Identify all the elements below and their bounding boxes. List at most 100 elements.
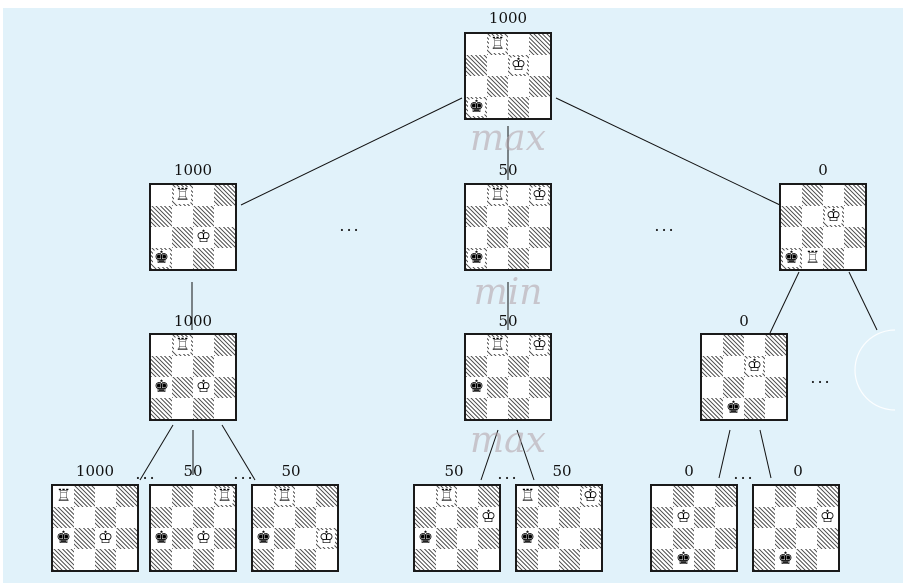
white-king-icon: ♔ — [818, 507, 837, 527]
board-square — [559, 549, 580, 570]
white-king-icon: ♔ — [530, 185, 549, 205]
board-square — [214, 377, 235, 398]
level-label-max-bottom: max — [470, 420, 546, 461]
board-square — [466, 398, 487, 419]
board-square — [74, 507, 95, 528]
board-square — [802, 227, 823, 248]
board-square — [466, 55, 487, 76]
board-square: ♚ — [673, 549, 694, 570]
black-king-icon: ♚ — [674, 549, 693, 569]
board-square — [487, 76, 508, 97]
board-n3d: ♖♔♚ — [413, 484, 501, 572]
board-square — [508, 185, 529, 206]
black-king-icon: ♚ — [54, 528, 73, 548]
board-square — [172, 356, 193, 377]
board-square — [802, 185, 823, 206]
board-square — [74, 549, 95, 570]
board-square — [765, 377, 786, 398]
board-square — [529, 248, 550, 269]
board-square — [193, 398, 214, 419]
board-square — [172, 398, 193, 419]
edge — [480, 429, 499, 481]
board-square: ♔ — [817, 507, 838, 528]
board-square — [253, 486, 274, 507]
board-square — [723, 356, 744, 377]
board-square — [823, 248, 844, 269]
board-square — [415, 549, 436, 570]
board-square: ♖ — [517, 486, 538, 507]
board-square: ♔ — [529, 185, 550, 206]
board-square — [823, 227, 844, 248]
black-king-icon: ♚ — [467, 248, 486, 268]
edge — [848, 271, 878, 331]
edge — [718, 429, 731, 479]
board-square — [559, 486, 580, 507]
board-n1b: ♖ ♔ ♚ — [464, 183, 552, 271]
board-square: ♚ — [781, 248, 802, 269]
white-king-icon: ♔ — [509, 55, 528, 75]
board-square — [559, 507, 580, 528]
board-square — [508, 227, 529, 248]
board-square: ♚ — [53, 528, 74, 549]
black-king-icon: ♚ — [152, 528, 171, 548]
score-n3a: 1000 — [75, 462, 115, 480]
board-square — [478, 549, 499, 570]
score-n3c: 50 — [281, 462, 301, 480]
board-square: ♔ — [193, 377, 214, 398]
board-square — [214, 227, 235, 248]
ellipsis-l1-right: ... — [654, 216, 676, 235]
board-square — [74, 528, 95, 549]
white-rook-icon: ♖ — [803, 248, 822, 268]
board-square — [214, 248, 235, 269]
board-square: ♔ — [316, 528, 337, 549]
black-king-icon: ♚ — [467, 97, 486, 117]
board-square — [715, 528, 736, 549]
board-square — [151, 185, 172, 206]
board-square — [529, 55, 550, 76]
board-square: ♔ — [673, 507, 694, 528]
board-square — [193, 507, 214, 528]
board-square — [193, 549, 214, 570]
board-square — [508, 248, 529, 269]
board-square — [457, 528, 478, 549]
board-square: ♔ — [95, 528, 116, 549]
score-n3g: 0 — [793, 462, 803, 480]
board-square — [754, 507, 775, 528]
board-square: ♔ — [529, 335, 550, 356]
board-square — [478, 486, 499, 507]
board-square — [436, 528, 457, 549]
board-square: ♚ — [466, 248, 487, 269]
board-square — [95, 507, 116, 528]
board-square — [823, 185, 844, 206]
black-king-icon: ♚ — [416, 528, 435, 548]
board-n2b: ♖♔♚ — [464, 333, 552, 421]
edge — [221, 424, 256, 481]
board-square — [316, 486, 337, 507]
board-square — [487, 377, 508, 398]
board-square — [538, 549, 559, 570]
board-square — [702, 377, 723, 398]
board-square — [74, 486, 95, 507]
black-king-icon: ♚ — [518, 528, 537, 548]
board-square — [529, 76, 550, 97]
board-square — [214, 335, 235, 356]
board-square — [151, 206, 172, 227]
board-square — [193, 486, 214, 507]
white-king-icon: ♔ — [96, 528, 115, 548]
board-square — [274, 528, 295, 549]
board-square — [844, 248, 865, 269]
ellipsis-l3-4: ... — [733, 464, 755, 483]
board-square — [95, 549, 116, 570]
board-square — [796, 507, 817, 528]
board-square — [508, 206, 529, 227]
board-square: ♖ — [487, 185, 508, 206]
black-king-icon: ♚ — [152, 377, 171, 397]
board-square — [487, 227, 508, 248]
board-square: ♖ — [487, 34, 508, 55]
white-king-icon: ♔ — [745, 356, 764, 376]
board-square — [694, 507, 715, 528]
black-king-icon: ♚ — [254, 528, 273, 548]
board-square — [775, 507, 796, 528]
board-square — [765, 356, 786, 377]
